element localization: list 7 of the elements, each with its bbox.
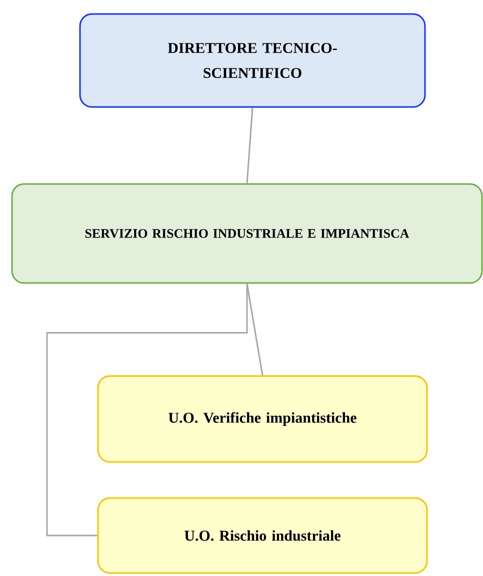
org-box: SERVIZIO RISCHIO INDUSTRIALE E IMPIANTISCA [11,183,483,284]
org-box: U.O. Verifiche impiantistiche [97,375,428,463]
connector-line [246,108,254,184]
connector-line [246,284,264,376]
org-box: DIRETTORE TECNICO-SCIENTIFICO [79,13,426,108]
connector-line [46,284,248,536]
org-box: U.O. Rischio industriale [97,497,428,574]
